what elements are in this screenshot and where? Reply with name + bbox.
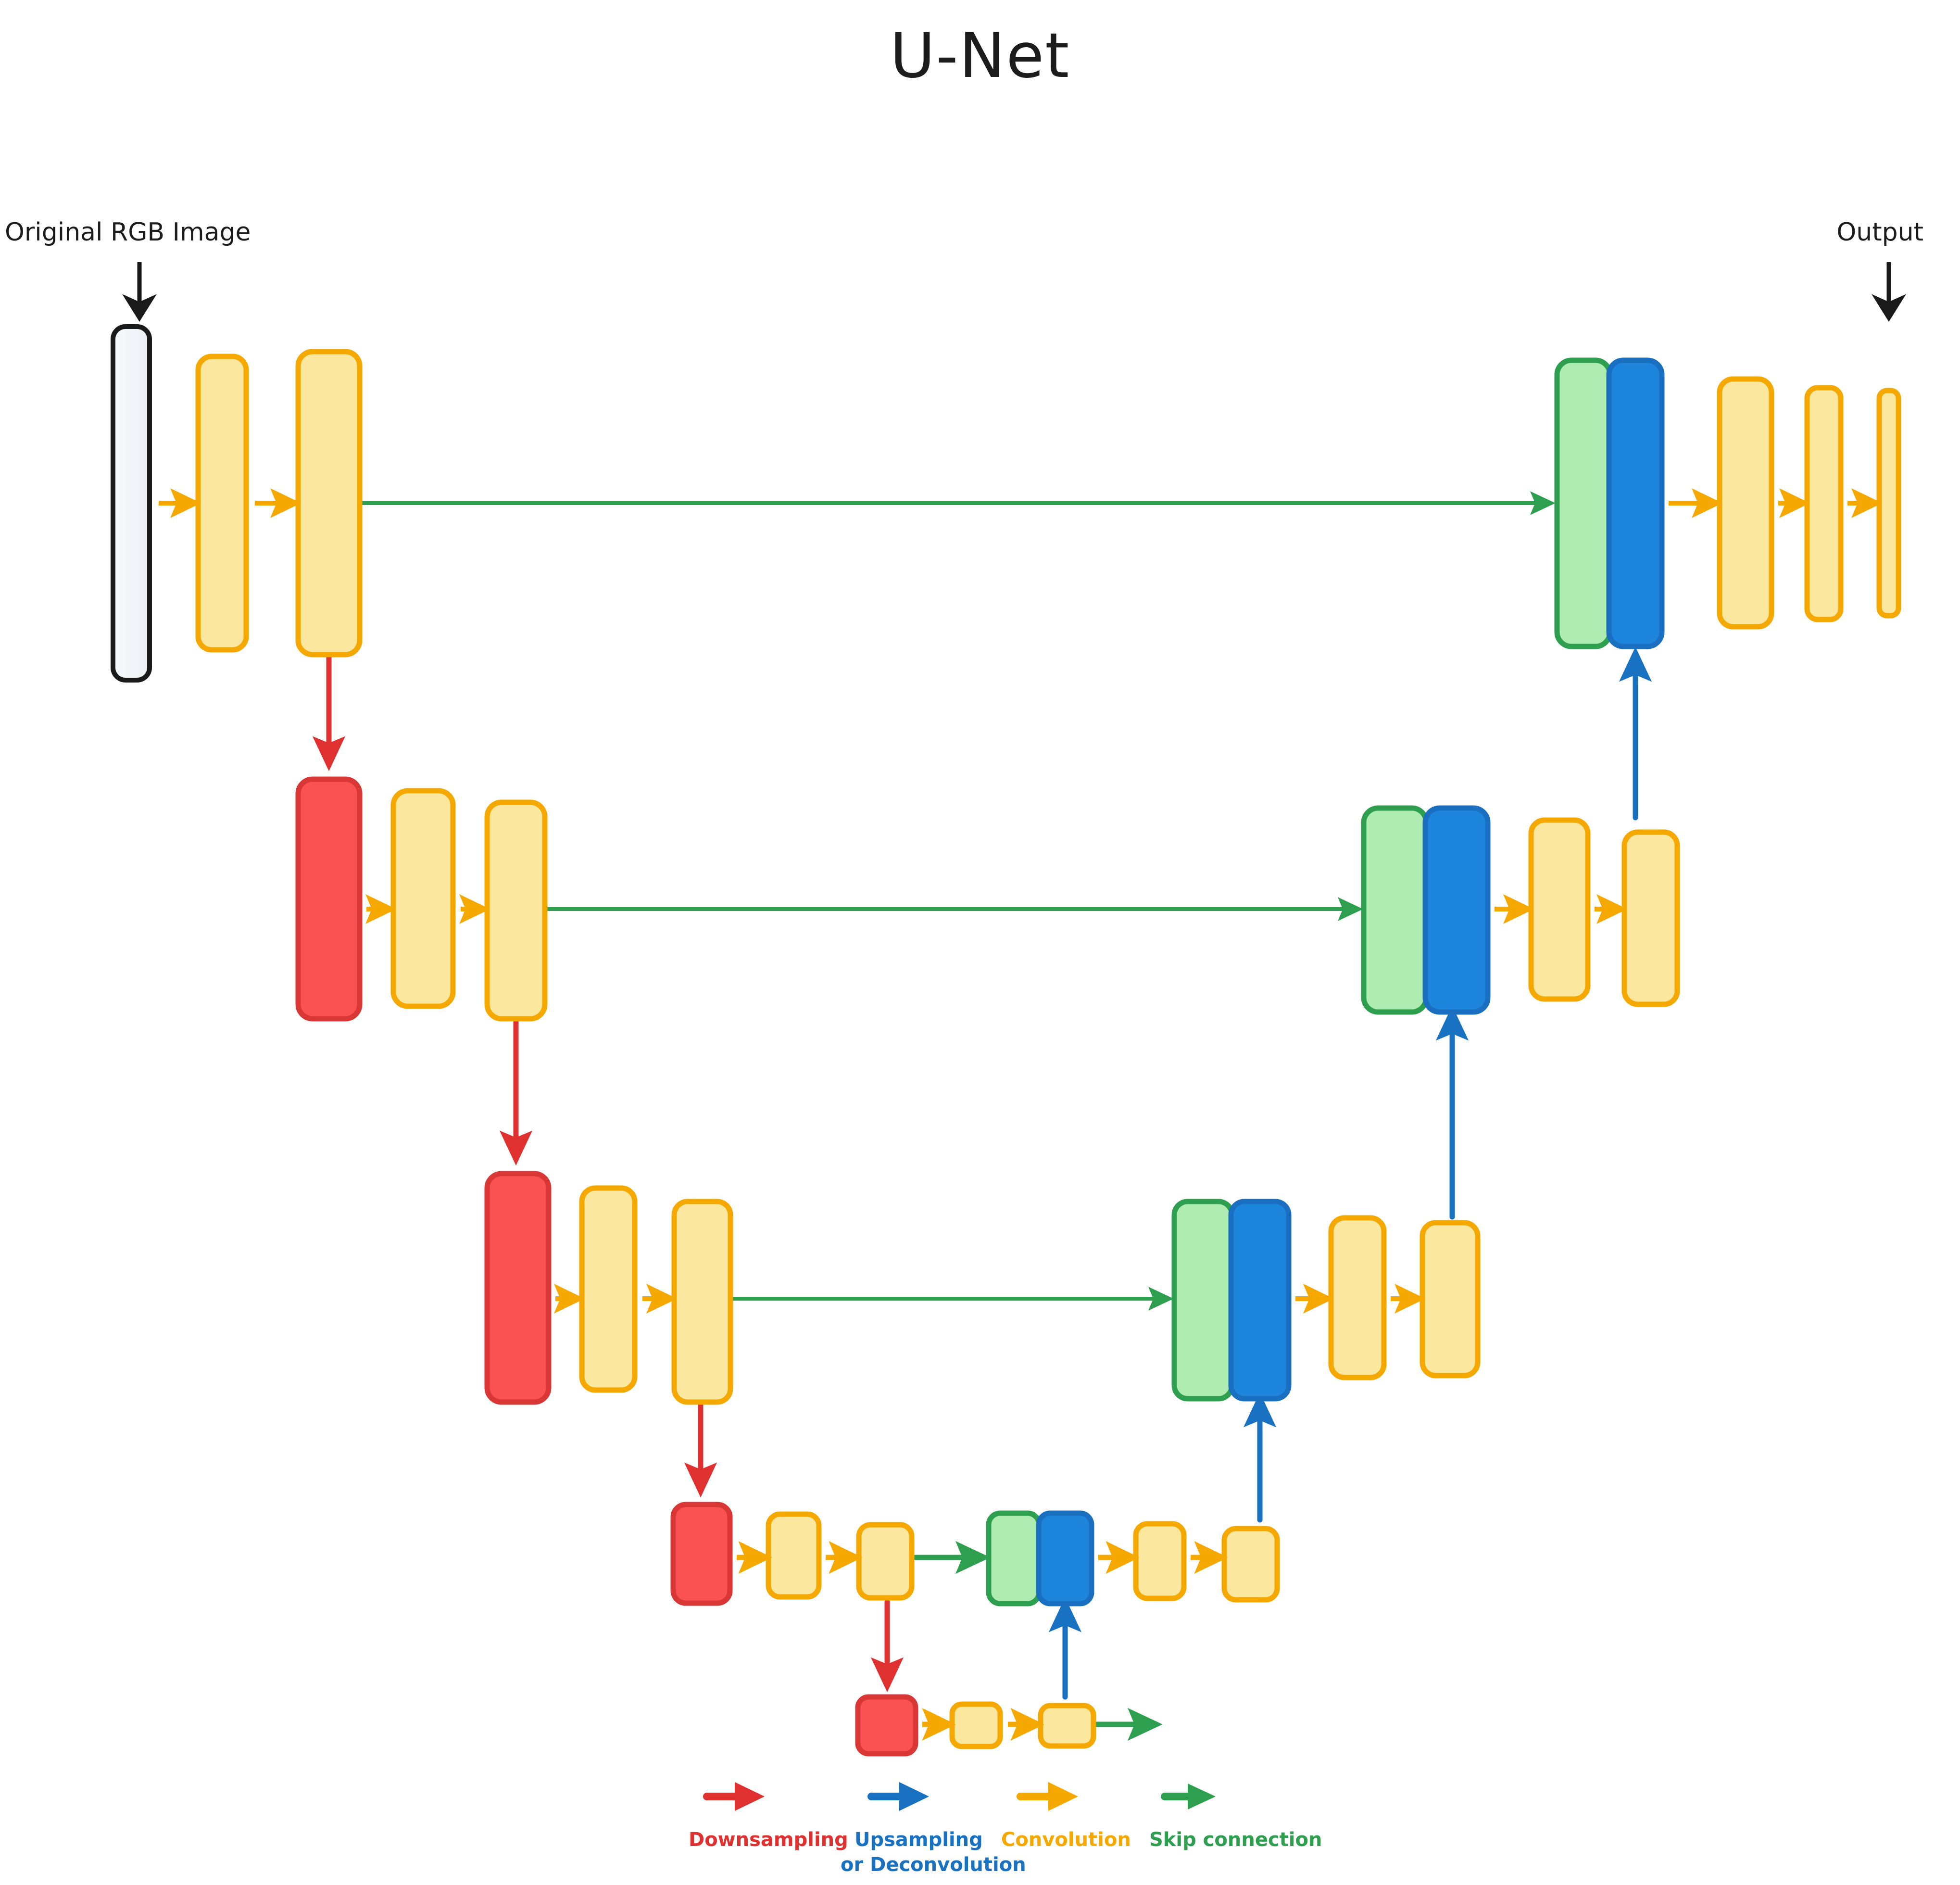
conv-block-l1-e1 (195, 354, 249, 653)
output-label: Output (1836, 218, 1923, 247)
conv-block-l2-e1 (390, 788, 456, 1009)
input-label: Original RGB Image (5, 218, 251, 247)
legend-item-skip-connection: Skip connection (1149, 1784, 1322, 1851)
level-4-decoder (986, 1510, 1280, 1607)
conv-block-l4-d2 (1221, 1526, 1280, 1603)
legend-label-downsampling: Downsampling (689, 1829, 848, 1851)
legend-label-skip-connection: Skip connection (1149, 1829, 1322, 1851)
conv-block-l1-d1 (1717, 376, 1774, 630)
level-5-bottleneck (855, 1694, 1096, 1757)
upsample-block-l3 (1228, 1199, 1292, 1402)
legend-label-upsampling: Upsampling (854, 1829, 983, 1851)
conv-block-l5-e1 (949, 1701, 1003, 1749)
conv-block-l4-e2 (856, 1522, 915, 1601)
skip-connection-legend-arrowhead (1188, 1784, 1216, 1809)
skip-block-l4 (986, 1510, 1042, 1607)
level-3-encoder (484, 1171, 733, 1405)
downsample-block-l4 (670, 1502, 733, 1606)
conv-block-l3-d1 (1328, 1215, 1387, 1380)
downsample-block-l2 (295, 776, 363, 1022)
upsample-block-l2 (1422, 805, 1491, 1015)
level-1-decoder (1554, 357, 1901, 649)
conv-block-l2-d1 (1528, 817, 1591, 1002)
upsample-block-l1 (1606, 357, 1665, 649)
skip-block-l3 (1171, 1199, 1235, 1402)
skip-block-l2 (1361, 805, 1429, 1015)
conv-block-l3-d2 (1420, 1220, 1481, 1379)
page-title: U-Net (890, 20, 1070, 92)
downsample-block-l3 (484, 1171, 552, 1405)
output-block (1876, 388, 1901, 619)
level-2-decoder (1361, 805, 1680, 1015)
input-image-block (111, 324, 152, 683)
legend-item-upsampling: Upsampling or Deconvolution (841, 1782, 1026, 1876)
conv-block-l2-d2 (1621, 829, 1680, 1007)
level-3-decoder (1171, 1199, 1481, 1402)
conv-block-l2-e2 (484, 799, 548, 1022)
conv-block-l5-e2 (1038, 1703, 1096, 1749)
legend-label-convolution: Convolution (1001, 1829, 1131, 1851)
legend: Downsampling Upsampling or Deconvolution… (689, 1782, 1322, 1876)
level-4-encoder (670, 1502, 915, 1606)
downsample-block-l5 (855, 1694, 918, 1757)
level-2-encoder (295, 776, 548, 1022)
legend-label-upsampling-line2: or Deconvolution (841, 1854, 1026, 1876)
level-1-encoder (111, 324, 363, 683)
conv-block-l4-d1 (1133, 1521, 1187, 1601)
conv-block-l1-e2 (295, 349, 363, 658)
upsample-block-l4 (1036, 1510, 1094, 1607)
skip-block-l1 (1554, 357, 1613, 649)
legend-item-convolution: Convolution (1001, 1782, 1131, 1851)
convolution-legend-arrowhead (1048, 1782, 1078, 1811)
conv-block-l1-d2 (1804, 385, 1844, 622)
legend-item-downsampling: Downsampling (689, 1782, 848, 1851)
upsampling-legend-arrowhead (899, 1782, 929, 1811)
downsampling-legend-arrowhead (735, 1782, 765, 1811)
conv-block-l3-e1 (579, 1185, 638, 1393)
conv-block-l4-e1 (766, 1511, 822, 1600)
conv-block-l3-e2 (671, 1199, 733, 1405)
